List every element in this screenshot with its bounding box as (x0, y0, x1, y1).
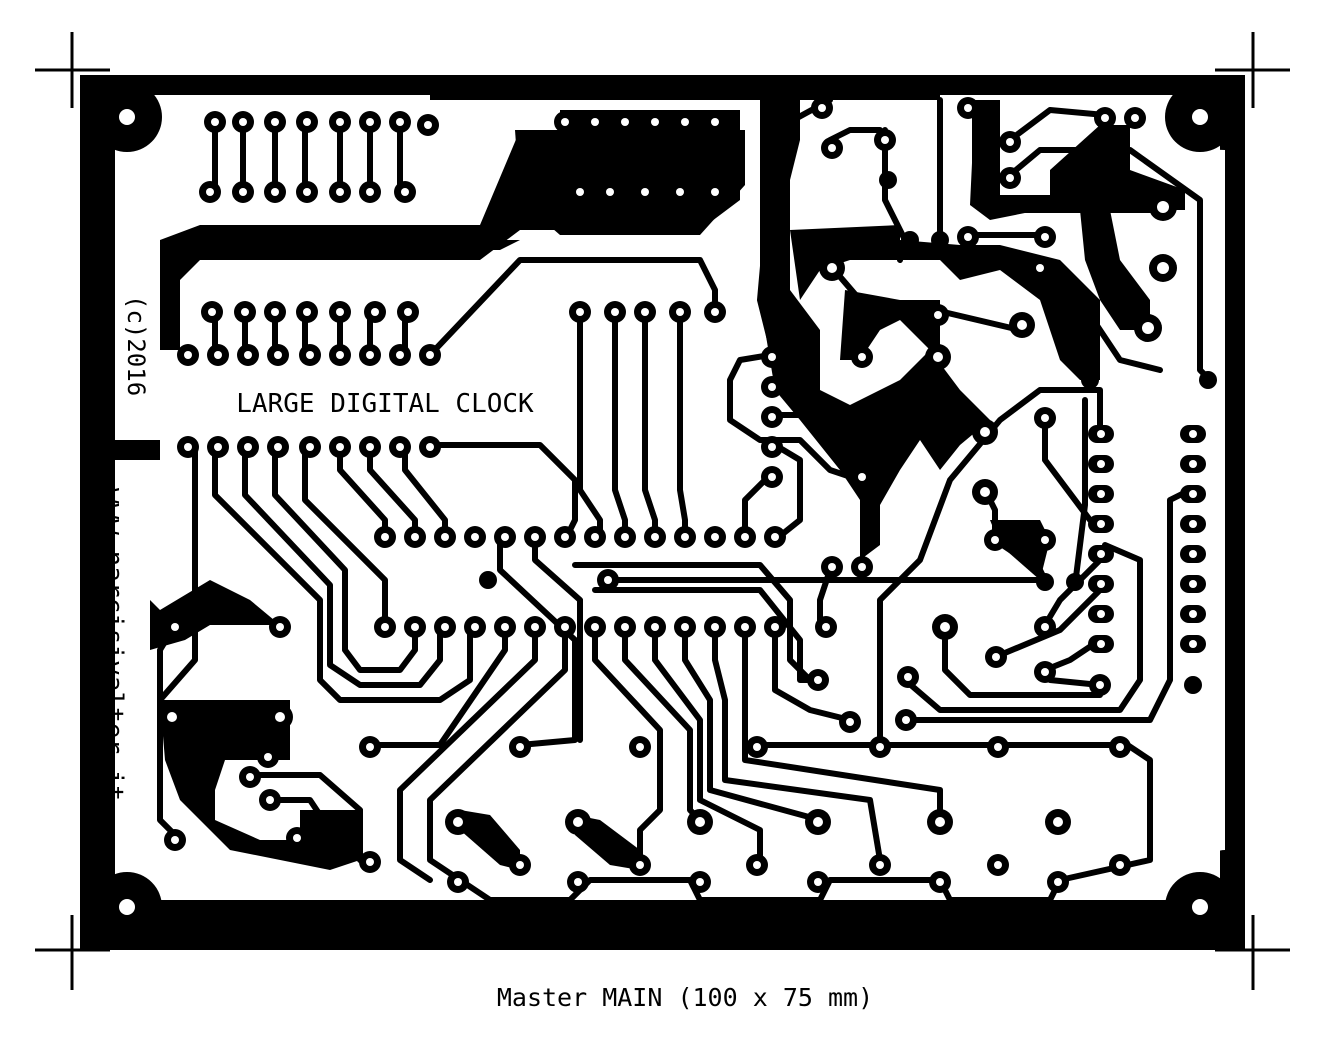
crosshair-top-left (35, 32, 110, 108)
website-label: www.narcisivalter.it (98, 488, 128, 801)
ground-rail-right (1200, 75, 1245, 950)
crosshair-top-right (1215, 32, 1290, 108)
ground-rail-bottom (80, 915, 1245, 950)
ground-rail-top (140, 75, 1200, 100)
component-pads (159, 97, 1217, 893)
board-title: LARGE DIGITAL CLOCK (236, 389, 534, 419)
copyright-label: (c)2016 (122, 295, 150, 396)
mounting-holes (92, 82, 1235, 942)
ground-rail-left (80, 75, 160, 950)
board-caption: Master MAIN (100 x 75 mm) (497, 983, 873, 1012)
